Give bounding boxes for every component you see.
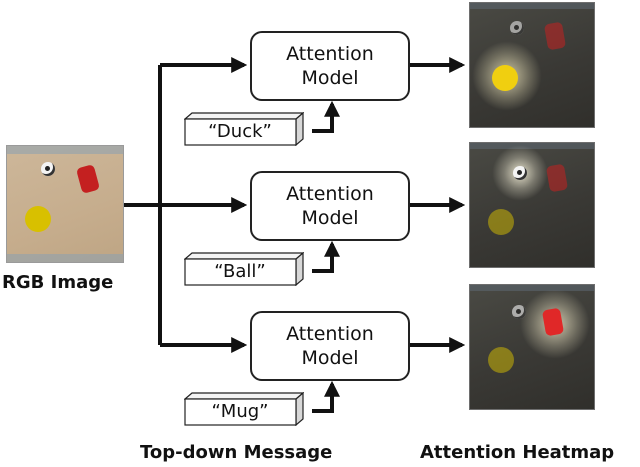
rgb-image [6,145,124,263]
model-label-line2: Model [301,347,359,369]
duck-icon [25,206,51,232]
image-bottom-edge [7,254,123,262]
mug-icon [543,21,567,51]
attention-model-3: Attention Model [250,311,410,381]
attention-heatmap-mug [469,284,595,410]
duck-icon [488,209,514,235]
model-label-line2: Model [301,67,359,89]
model-label-line1: Attention [286,323,374,345]
image-top-edge [470,143,594,149]
message-box-mug: “Mug” [184,392,304,426]
msg-arrow-2 [312,240,340,273]
image-top-edge [470,3,594,9]
model-label-line2: Model [301,207,359,229]
message-text: “Mug” [211,400,269,422]
duck-icon [492,65,518,91]
ball-icon [513,166,527,180]
msg-arrow-1 [312,100,340,133]
mug-icon [545,163,569,193]
model-label-line1: Attention [286,43,374,65]
rgb-image-label: RGB Image [2,272,114,293]
duck-icon [488,347,514,373]
ball-icon [510,21,524,35]
attention-heatmap-ball [469,142,595,268]
attention-heatmap-caption: Attention Heatmap [420,442,615,463]
image-top-edge [470,285,594,291]
message-box-duck: “Duck” [184,112,304,146]
attention-model-2: Attention Model [250,171,410,241]
image-top-edge [7,146,123,154]
message-text: “Duck” [208,120,272,142]
attention-heatmap-duck [469,2,595,128]
top-down-message-caption: Top-down Message [140,442,333,463]
ball-icon [41,162,55,176]
message-text: “Ball” [214,260,266,282]
message-box-ball: “Ball” [184,252,304,286]
ball-icon [512,305,526,319]
msg-arrow-3 [312,380,340,413]
mug-icon [75,164,101,194]
attention-model-1: Attention Model [250,31,410,101]
model-label-line1: Attention [286,183,374,205]
